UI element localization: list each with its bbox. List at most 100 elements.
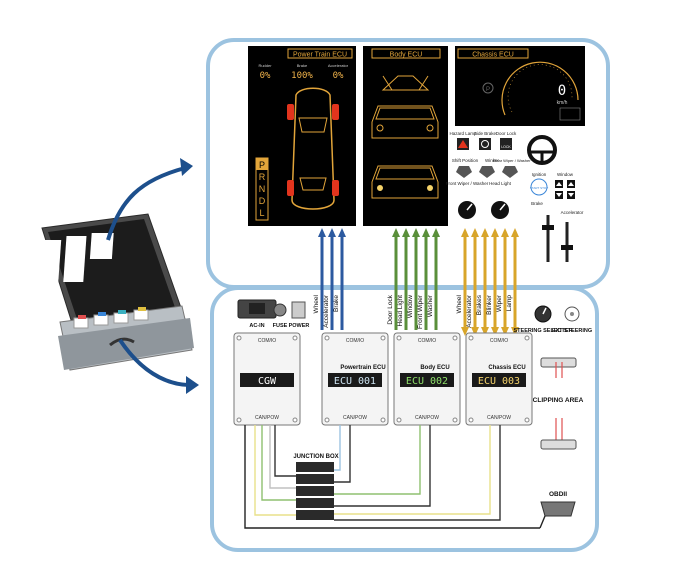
wheel-front-right <box>332 104 339 120</box>
signal-arrow-down-chassis-2 <box>481 327 489 336</box>
fuse-label: FUSE <box>273 323 288 329</box>
module-screw <box>396 417 402 423</box>
parking-indicator: P <box>486 87 490 93</box>
door-lock-button[interactable] <box>500 138 512 150</box>
speed-unit: km/h <box>557 100 568 106</box>
module-screw <box>468 335 474 341</box>
module-screw <box>452 335 458 341</box>
signal-arrow-up-chassis-0 <box>461 228 469 237</box>
module-screw <box>396 335 402 341</box>
signal-label-body-2: Window <box>407 295 414 318</box>
signal-arrow-up-body-3 <box>422 228 430 237</box>
module-can-pow-label: CAN/POW <box>343 415 367 421</box>
window-label: Window <box>557 172 574 177</box>
wheel-rear-right <box>332 180 339 196</box>
signal-label-body-4: Washer <box>427 294 434 317</box>
body-panel: Body ECU <box>363 46 448 226</box>
module-display <box>472 373 526 387</box>
rear-wiper-knob[interactable] <box>502 166 518 178</box>
signal-arrow-up-body-0 <box>392 228 400 237</box>
gear-n: N <box>259 184 266 194</box>
signal-arrow-up-chassis-5 <box>511 228 519 237</box>
arrow-head-lower <box>186 376 199 394</box>
signal-label-chassis-0: Wheel <box>456 294 463 313</box>
gear-d: D <box>259 196 266 206</box>
brake-slider-thumb[interactable] <box>542 225 554 230</box>
signal-label-chassis-3: Blinker <box>486 294 493 315</box>
accelerator-slider-thumb[interactable] <box>561 245 573 250</box>
car-top-view <box>291 87 335 210</box>
front-wiper-label: Front Wiper / Washer <box>446 181 489 186</box>
side-brake-label: Side Brake <box>474 131 497 136</box>
module-screw <box>452 417 458 423</box>
signal-arrow-down-chassis-5 <box>511 327 519 336</box>
power-inputs: AC-IN FUSE POWER <box>237 299 310 329</box>
power-switch[interactable] <box>291 301 306 319</box>
module-com-io-label: COM/IO <box>490 338 508 344</box>
signal-label-powertrain-2: Brake <box>333 295 340 312</box>
signal-arrow-up-powertrain-2 <box>338 228 346 237</box>
module-screw <box>524 417 530 423</box>
chassis-panel-title: Chassis ECU <box>472 52 514 59</box>
brake-value: 100% <box>291 71 313 81</box>
brake-slider-label: Brake <box>531 201 543 206</box>
module-display <box>328 373 382 387</box>
rudder-label: Rudder <box>258 63 272 68</box>
gear-r: R <box>259 172 266 182</box>
chassis-panel: Chassis ECU P 0 km/h <box>455 46 585 126</box>
speed-value: 0 <box>558 83 566 99</box>
module-can-pow-label: CAN/POW <box>487 415 511 421</box>
shift-position-label: Shift Position <box>452 158 479 163</box>
steering-wheel-icon[interactable] <box>527 135 557 165</box>
module-screw <box>324 417 330 423</box>
winker-label: Winker <box>485 158 500 163</box>
car-front-view-1 <box>371 105 439 139</box>
ext-steering-label: EXT STEERING <box>552 328 592 334</box>
side-brake-button[interactable] <box>479 138 491 150</box>
module-can-pow-label: CAN/POW <box>255 415 279 421</box>
module-screw <box>324 335 330 341</box>
obdii-connector[interactable] <box>540 501 576 517</box>
rear-wiper-label: Rear Wiper / Washer <box>493 158 531 163</box>
module-com-io-label: COM/IO <box>346 338 364 344</box>
module-display-text: ECU 003 <box>478 376 520 387</box>
signal-arrow-down-chassis-3 <box>491 327 499 336</box>
speedometer-arc <box>501 61 579 116</box>
can-bus-wiring <box>244 425 540 529</box>
wheel-rear-left <box>287 180 294 196</box>
arrow-head-upper <box>180 158 193 176</box>
module-screw <box>292 417 298 423</box>
module-display <box>240 373 294 387</box>
module-screw <box>380 335 386 341</box>
head-light-label: Head Light <box>489 181 512 186</box>
module-can-pow-label: CAN/POW <box>415 415 439 421</box>
gear-l: L <box>259 208 264 218</box>
ecu-modules: COM/IOCAN/POWCGWCOM/IOCAN/POWPowertrain … <box>233 332 533 426</box>
signal-arrow-up-chassis-2 <box>481 228 489 237</box>
door-lock-label: Door Lock <box>496 131 517 136</box>
power-label: POWER <box>289 323 310 329</box>
module-screw <box>236 417 242 423</box>
signal-arrow-up-powertrain-0 <box>318 228 326 237</box>
start-stop-button[interactable] <box>530 178 548 196</box>
junction-box: JUNCTION BOX <box>293 454 339 520</box>
signal-arrow-up-body-2 <box>412 228 420 237</box>
module-display <box>400 373 454 387</box>
signal-label-body-0: Door Lock <box>387 294 394 324</box>
signal-label-chassis-1: Accelerator <box>466 294 473 328</box>
hazard-label: Hazard Lamp <box>449 131 477 136</box>
accelerator-gauge-label: Accelerator <box>328 63 349 68</box>
obdii-label: OBDII <box>549 491 567 498</box>
signal-label-body-3: Front Wiper <box>417 294 424 329</box>
module-name: Body ECU <box>420 365 449 371</box>
winker-knob[interactable] <box>479 166 495 178</box>
lock-icon: LOCK <box>501 145 511 149</box>
module-screw <box>524 335 530 341</box>
shift-knob[interactable] <box>456 166 472 178</box>
signal-arrow-down-chassis-1 <box>471 327 479 336</box>
powertrain-panel-title: Power Train ECU <box>293 52 347 59</box>
module-screw <box>468 417 474 423</box>
signal-label-chassis-5: Lamp <box>506 295 513 312</box>
signal-arrow-up-chassis-3 <box>491 228 499 237</box>
accelerator-value: 0% <box>333 71 344 81</box>
